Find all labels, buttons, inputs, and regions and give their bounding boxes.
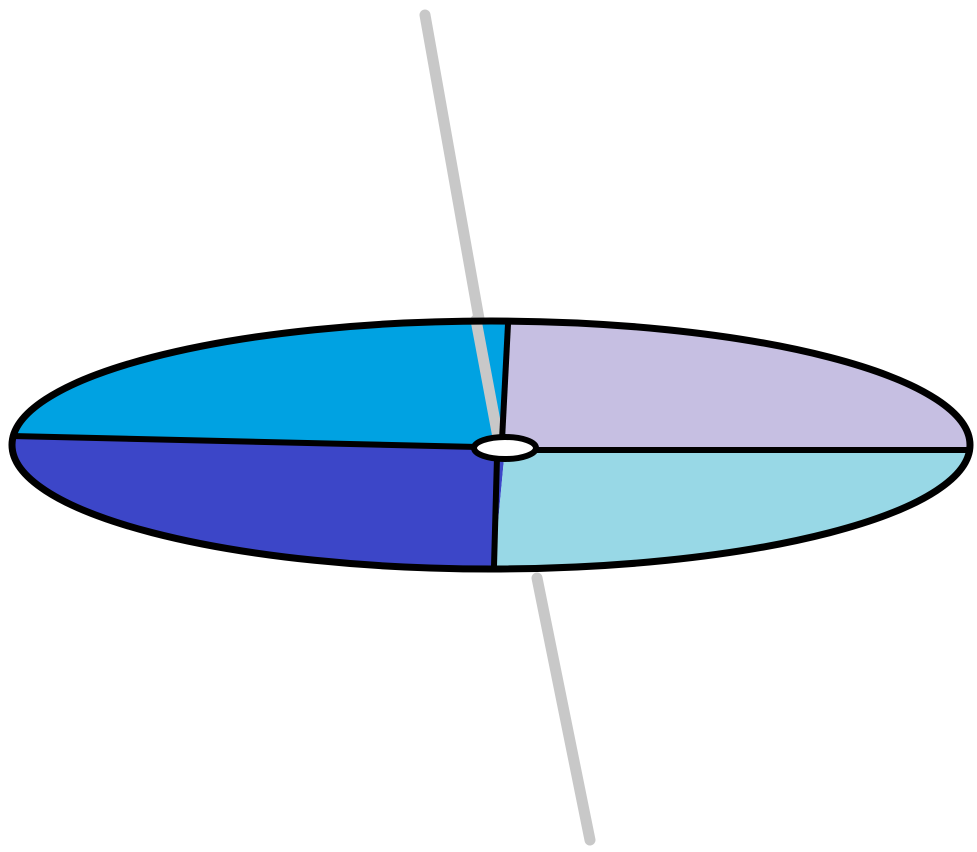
disk-quadrant-upper-right	[505, 324, 970, 450]
disk-quadrant-upper-left	[12, 324, 508, 448]
axis-rod-lower	[537, 578, 590, 840]
center-hole	[474, 437, 536, 459]
disk-quadrant-lower-left	[11, 436, 505, 566]
divider-bottom	[494, 457, 497, 566]
